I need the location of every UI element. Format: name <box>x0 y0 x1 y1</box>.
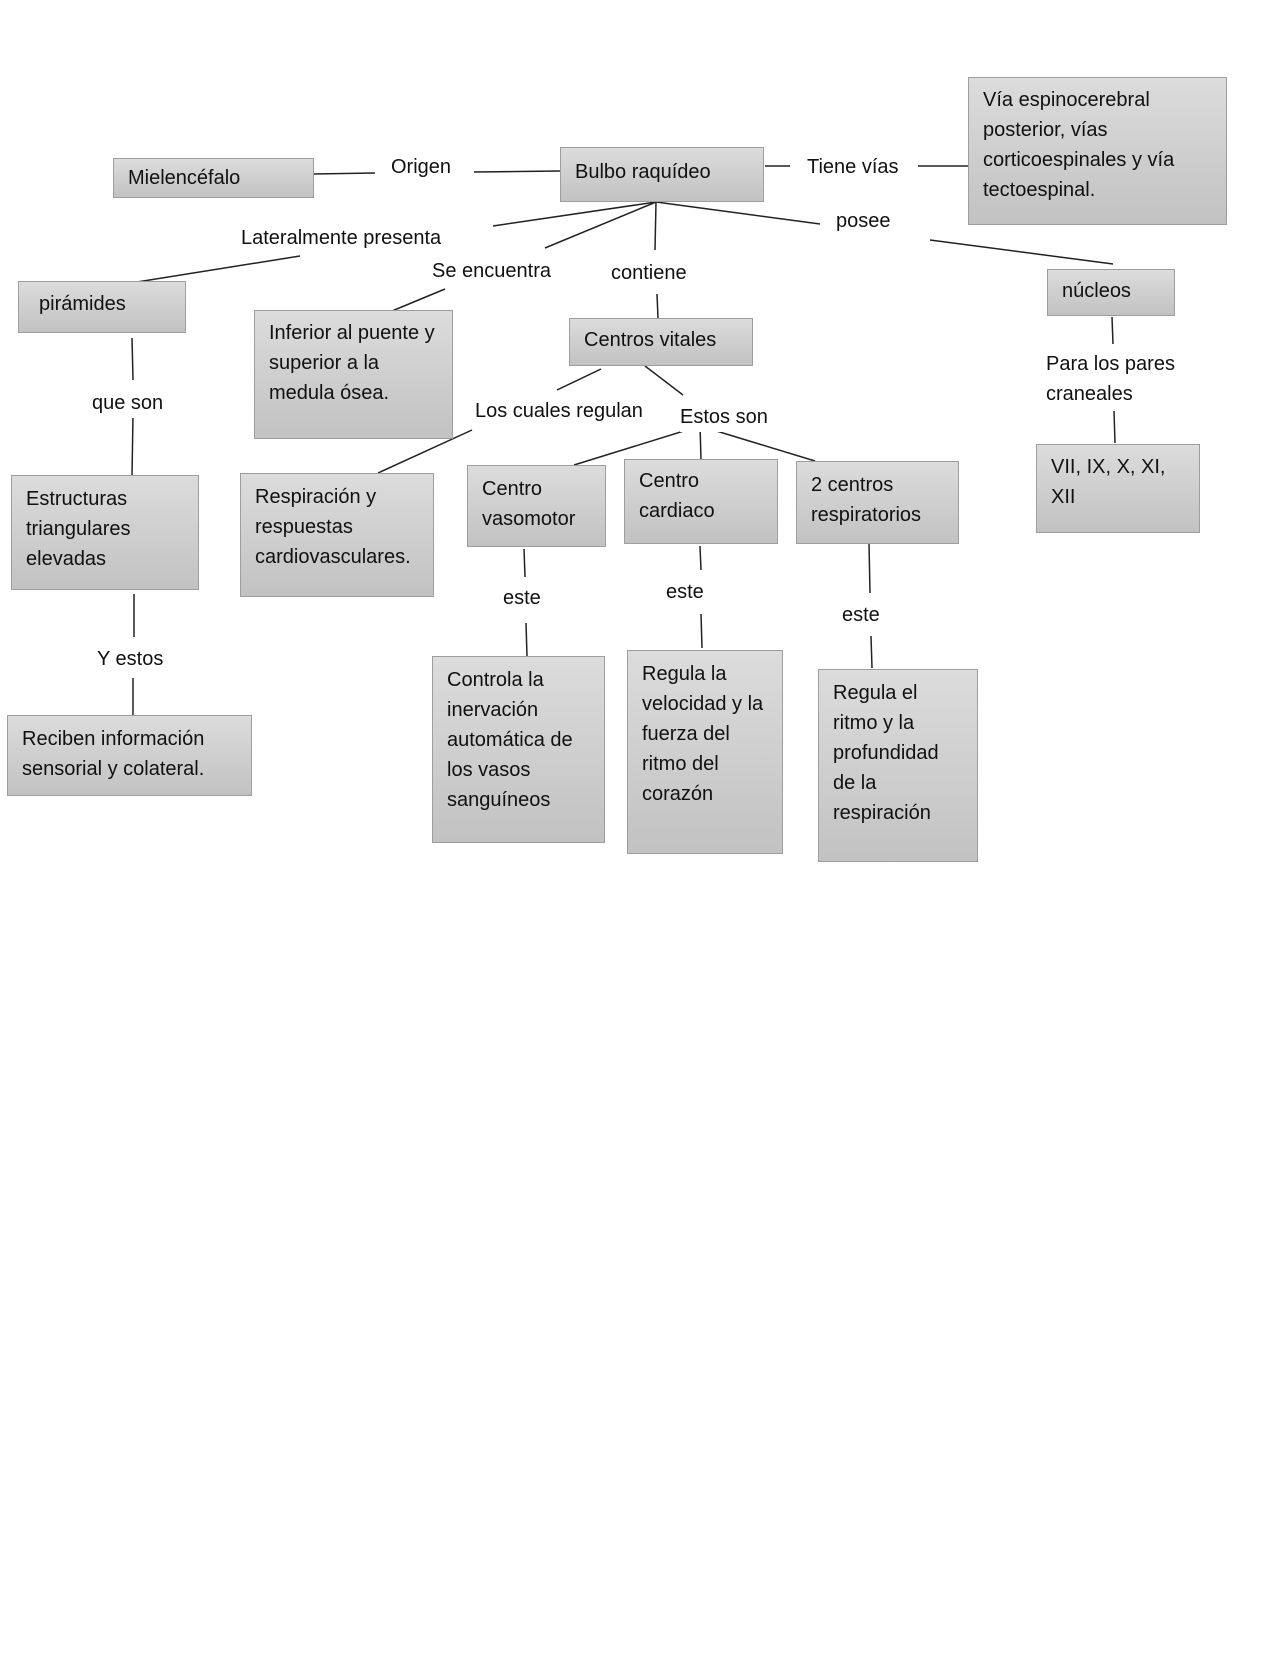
connector-line <box>573 425 701 466</box>
label-contiene: contiene <box>611 258 687 288</box>
label-los-cuales-regulan: Los cuales regulan <box>475 396 643 426</box>
node-centro-vasomotor: Centro vasomotor <box>467 465 606 547</box>
connector-line <box>1113 410 1116 444</box>
node-piramides: pirámides <box>18 281 186 333</box>
label-origen: Origen <box>391 152 452 182</box>
connector-line <box>1111 316 1114 345</box>
connector-line <box>870 635 873 669</box>
connector-line <box>556 368 602 391</box>
label-se-encuentra: Se encuentra <box>432 256 551 286</box>
node-regula-respiracion: Regula el ritmo y la profundidad de la r… <box>818 669 978 862</box>
label-este-respiratorios: este <box>842 600 880 630</box>
node-controla: Controla la inervación automática de los… <box>432 656 605 843</box>
label-estos-son: Estos son <box>680 402 768 432</box>
label-tiene-vias: Tiene vías <box>807 152 899 182</box>
connector-line <box>377 429 473 474</box>
label-este-vasomotor: este <box>503 583 541 613</box>
connector-line <box>544 201 657 249</box>
connector-line <box>525 622 528 657</box>
node-nucleos: núcleos <box>1047 269 1175 316</box>
label-este-cardiaco: este <box>666 577 704 607</box>
connector-line <box>656 293 659 319</box>
connector-line <box>312 172 376 175</box>
node-vias: Vía espinocerebral posterior, vías corti… <box>968 77 1227 225</box>
connector-line <box>136 255 301 283</box>
label-lateralmente-presenta: Lateralmente presenta <box>241 223 442 253</box>
connector-line <box>473 170 561 173</box>
connector-line <box>391 288 446 312</box>
connector-line <box>868 542 871 594</box>
node-pares-craneales: VII, IX, X, XI, XII <box>1036 444 1200 533</box>
connector-line <box>700 613 703 649</box>
connector-line <box>492 201 657 227</box>
connector-line <box>654 201 657 251</box>
label-que-son: que son <box>92 388 164 418</box>
connector-line <box>131 337 134 381</box>
node-bulbo-raquideo: Bulbo raquídeo <box>560 147 764 202</box>
node-inferior: Inferior al puente y superior a la medul… <box>254 310 453 439</box>
node-respiracion: Respiración y respuestas cardiovasculare… <box>240 473 434 597</box>
node-centros-respiratorios: 2 centros respiratorios <box>796 461 959 544</box>
connector-line <box>655 201 821 225</box>
connector-line <box>523 548 526 578</box>
label-posee: posee <box>836 206 891 236</box>
node-reciben: Reciben información sensorial y colatera… <box>7 715 252 796</box>
node-mielencefalo: Mielencéfalo <box>113 158 314 198</box>
node-centros-vitales: Centros vitales <box>569 318 753 366</box>
node-centro-cardiaco: Centro cardiaco <box>624 459 778 544</box>
label-para-los-pares: Para los pares craneales <box>1046 349 1186 409</box>
node-estructuras: Estructuras triangulares elevadas <box>11 475 199 590</box>
connector-line <box>644 365 684 396</box>
connector-line <box>131 414 134 477</box>
connector-line <box>699 545 702 571</box>
node-regula-corazon: Regula la velocidad y la fuerza del ritm… <box>627 650 783 854</box>
connector-line <box>929 239 1114 265</box>
label-y-estos: Y estos <box>97 644 164 674</box>
